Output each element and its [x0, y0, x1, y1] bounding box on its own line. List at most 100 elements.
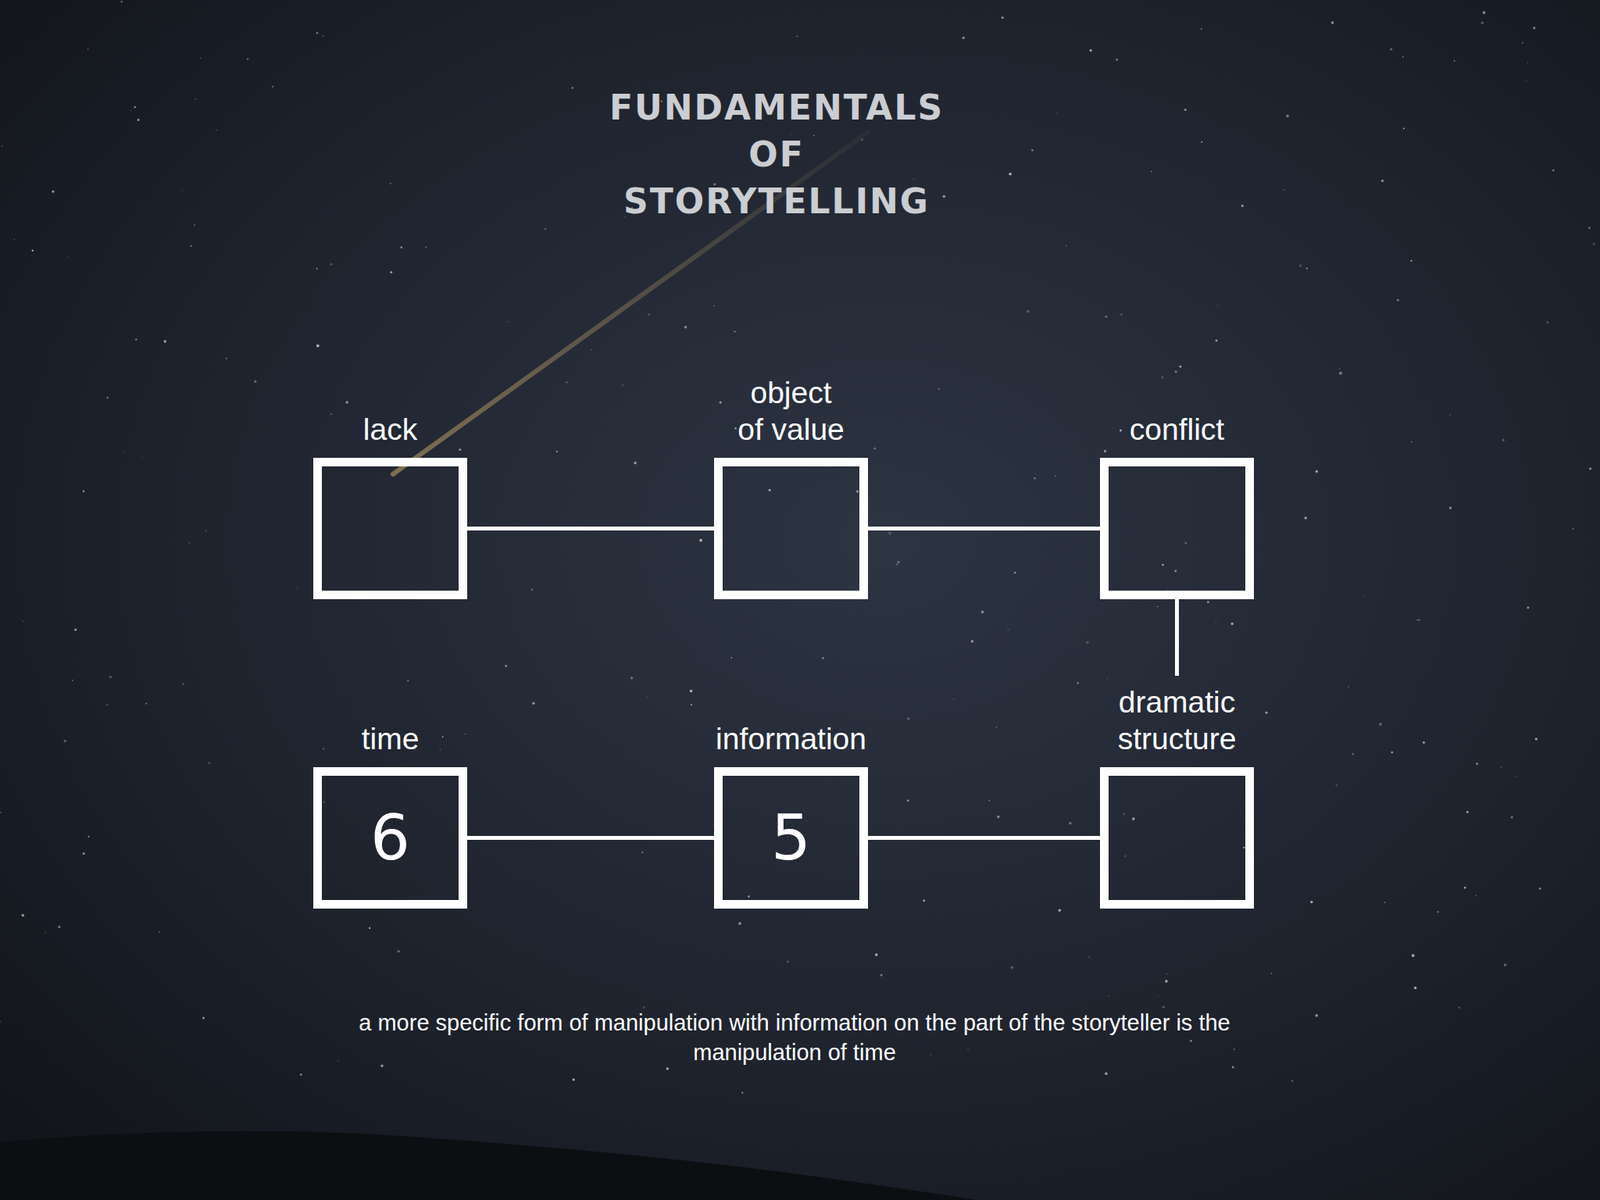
- diagram-title: FUNDAMENTALS OF STORYTELLING: [609, 84, 944, 225]
- star: [660, 348, 662, 350]
- star: [1514, 775, 1517, 778]
- star: [1001, 16, 1004, 19]
- star: [202, 1017, 205, 1020]
- star: [1104, 315, 1108, 318]
- star: [1381, 179, 1384, 183]
- star: [989, 800, 991, 802]
- star: [641, 851, 643, 854]
- star: [51, 190, 54, 193]
- star: [1410, 441, 1413, 443]
- star: [996, 726, 997, 728]
- star: [1572, 528, 1575, 530]
- star: [1089, 49, 1093, 52]
- star: [109, 675, 112, 679]
- star: [1310, 900, 1313, 904]
- star: [1500, 766, 1503, 768]
- star: [1107, 995, 1110, 997]
- star: [458, 448, 461, 451]
- star: [734, 330, 736, 333]
- star: [1384, 901, 1386, 904]
- star: [1058, 909, 1062, 913]
- star: [741, 1092, 743, 1094]
- star: [1422, 741, 1425, 744]
- connector-line: [467, 526, 715, 531]
- star: [464, 733, 466, 735]
- star: [181, 189, 183, 192]
- star: [590, 349, 593, 351]
- star: [195, 98, 197, 100]
- star: [1339, 367, 1341, 370]
- star: [442, 735, 444, 738]
- star: [566, 382, 568, 384]
- star: [106, 396, 108, 399]
- star: [1482, 10, 1486, 15]
- star: [1283, 189, 1285, 190]
- star: [1056, 112, 1058, 115]
- star: [1335, 783, 1338, 786]
- star: [734, 427, 737, 430]
- star: [690, 703, 693, 707]
- star: [323, 801, 325, 804]
- star: [400, 246, 403, 249]
- star: [1527, 62, 1529, 64]
- star: [1291, 1080, 1293, 1083]
- node-label: conflict: [1099, 410, 1256, 448]
- star: [689, 689, 693, 693]
- star: [253, 380, 257, 383]
- star: [1124, 855, 1126, 858]
- star: [1437, 910, 1440, 913]
- star: [967, 1048, 969, 1050]
- star: [1231, 622, 1234, 625]
- connector-line: [867, 835, 1100, 840]
- star: [1150, 171, 1153, 173]
- star: [738, 921, 742, 925]
- star: [32, 250, 34, 252]
- star: [1010, 966, 1014, 970]
- star: [1304, 516, 1308, 519]
- star: [1414, 986, 1418, 990]
- step-number: 6: [370, 807, 411, 870]
- connector-line: [467, 835, 715, 840]
- star: [141, 456, 143, 458]
- star: [1314, 1014, 1318, 1018]
- star: [1122, 812, 1125, 815]
- star: [22, 621, 24, 622]
- node-square: [1100, 457, 1254, 600]
- star: [123, 450, 125, 453]
- star: [1166, 973, 1168, 975]
- star: [14, 239, 15, 240]
- star: [1184, 541, 1187, 544]
- star: [1104, 1072, 1108, 1076]
- star: [1315, 470, 1318, 473]
- star: [1411, 953, 1415, 958]
- star: [316, 32, 318, 34]
- star: [1232, 1066, 1235, 1069]
- star: [1453, 60, 1456, 62]
- star: [813, 135, 815, 137]
- star: [1535, 737, 1538, 740]
- star: [971, 639, 974, 643]
- star: [1077, 682, 1079, 684]
- star: [1164, 979, 1168, 983]
- star: [1546, 321, 1550, 325]
- star: [106, 703, 108, 706]
- star: [1402, 56, 1404, 58]
- star: [1157, 605, 1159, 608]
- star: [1449, 414, 1451, 416]
- star: [1068, 821, 1072, 825]
- star: [531, 589, 534, 592]
- star: [1458, 1007, 1461, 1009]
- star: [1339, 371, 1343, 375]
- node-label: object of value: [735, 374, 847, 448]
- star: [1417, 618, 1420, 621]
- star: [120, 0, 123, 4]
- star: [389, 271, 393, 274]
- star: [1031, 149, 1034, 152]
- star: [507, 321, 508, 322]
- star: [57, 925, 61, 929]
- star: [768, 489, 772, 492]
- star: [330, 413, 333, 415]
- star: [1, 145, 4, 147]
- story-element-node: lack: [313, 410, 468, 600]
